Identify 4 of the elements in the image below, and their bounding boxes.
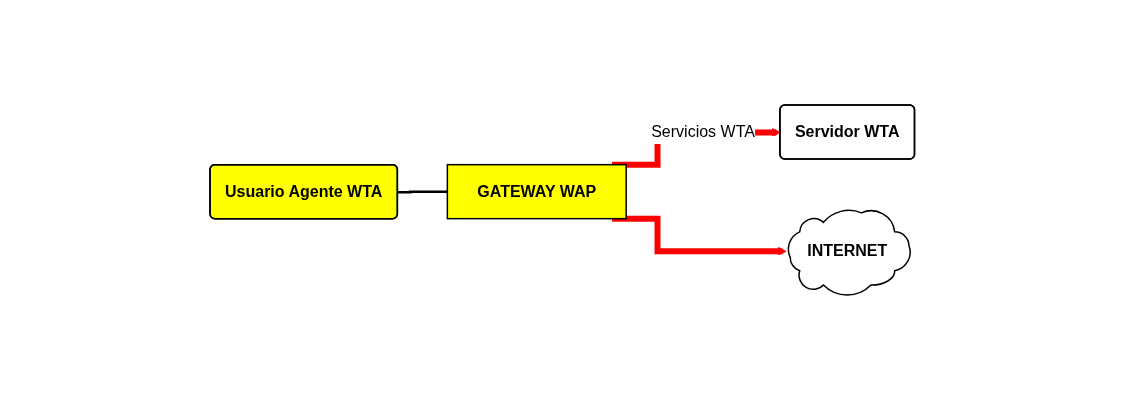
node-box: GATEWAY WAP xyxy=(446,163,628,220)
arrow xyxy=(612,215,787,256)
edge-label: Servicios WTA xyxy=(651,122,756,140)
connector xyxy=(398,190,448,194)
